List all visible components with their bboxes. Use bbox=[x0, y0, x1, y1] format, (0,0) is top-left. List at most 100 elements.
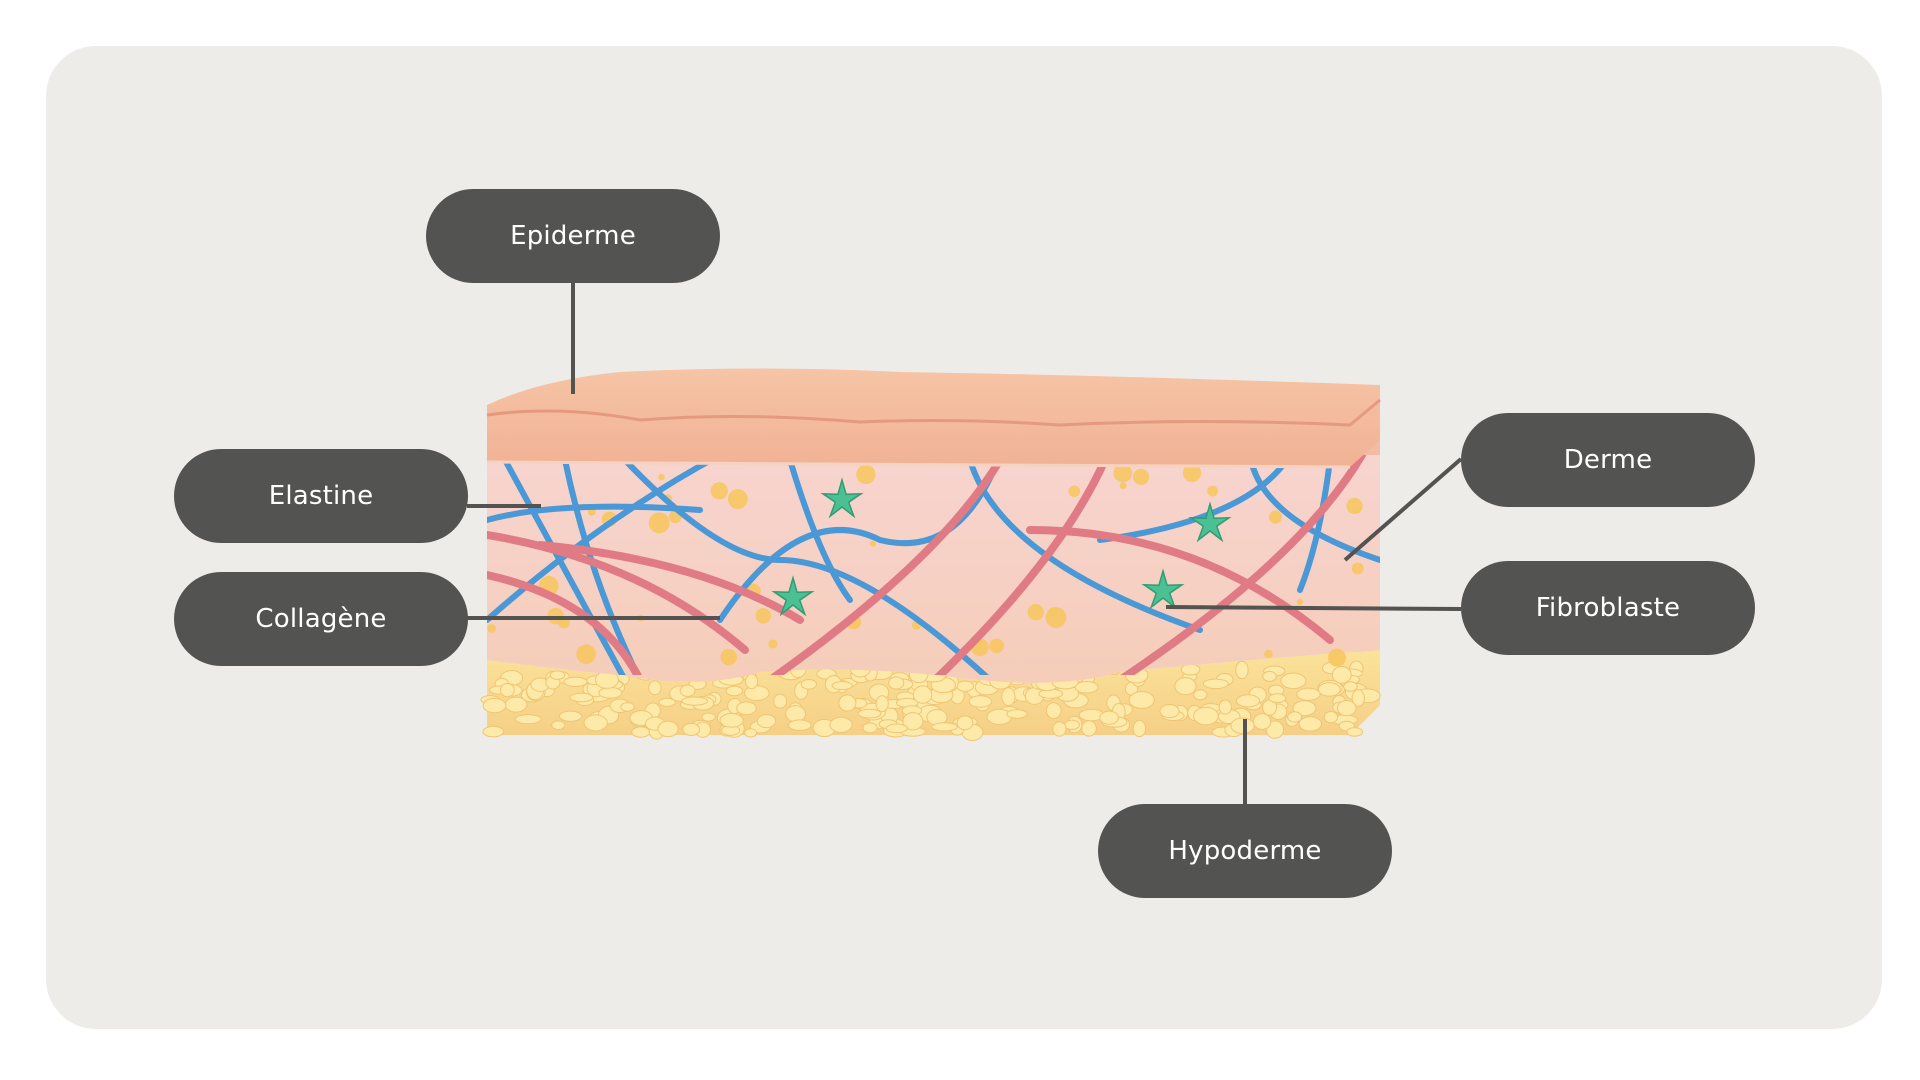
elastin-fiber bbox=[502, 457, 626, 675]
elastin-fiber bbox=[622, 457, 989, 675]
label-epiderme: Epiderme bbox=[426, 189, 720, 283]
fibroblast-cell bbox=[1188, 501, 1232, 543]
fat-cell bbox=[756, 714, 777, 729]
fat-cell bbox=[1159, 704, 1180, 719]
label-elastine: Elastine bbox=[174, 449, 468, 543]
fat-cell bbox=[1323, 711, 1339, 724]
oil-droplet bbox=[658, 473, 665, 481]
fat-cell bbox=[1298, 716, 1322, 732]
fat-cell bbox=[1006, 709, 1028, 719]
fibroblast-cell bbox=[1141, 568, 1185, 610]
leader-lines bbox=[467, 282, 1463, 804]
fat-cell bbox=[1174, 677, 1197, 696]
fat-cell bbox=[1202, 678, 1229, 690]
fat-cell bbox=[1063, 719, 1080, 731]
fat-cell bbox=[1287, 711, 1303, 723]
fat-cell bbox=[1132, 719, 1147, 738]
fat-cell bbox=[657, 720, 679, 738]
oil-droplet bbox=[576, 644, 597, 665]
fat-cell bbox=[679, 684, 696, 697]
fat-cell bbox=[701, 712, 716, 722]
fat-cell bbox=[736, 701, 757, 716]
collagen-fiber bbox=[1026, 526, 1334, 644]
fat-cell bbox=[1235, 694, 1261, 708]
oil-droplet bbox=[1264, 649, 1273, 659]
fat-cell bbox=[1218, 699, 1232, 715]
fat-cell bbox=[956, 680, 975, 692]
fat-cell bbox=[1052, 721, 1067, 737]
fibroblast-cell bbox=[771, 575, 815, 617]
epidermis-layer bbox=[487, 368, 1380, 467]
fat-cell bbox=[902, 712, 924, 731]
fat-cell bbox=[482, 725, 505, 738]
fat-cell bbox=[648, 680, 662, 696]
fat-cell bbox=[1336, 700, 1357, 717]
epidermis-ridge bbox=[486, 398, 1381, 427]
fat-cell bbox=[514, 714, 542, 725]
fat-cell bbox=[888, 676, 905, 690]
fat-cell bbox=[549, 670, 566, 680]
fat-cell bbox=[885, 723, 908, 734]
fat-cell bbox=[620, 702, 635, 712]
fat-cell bbox=[800, 678, 818, 690]
elastin-fiber bbox=[717, 455, 1003, 623]
fat-cell bbox=[551, 720, 566, 731]
fat-cell bbox=[658, 697, 676, 707]
collagen-fiber bbox=[487, 531, 749, 654]
fat-cell bbox=[1268, 693, 1287, 704]
fat-cell bbox=[558, 710, 583, 722]
fat-cell bbox=[1252, 713, 1272, 730]
oil-droplet bbox=[869, 540, 876, 547]
elastin-fiber bbox=[787, 457, 853, 603]
fat-cell bbox=[504, 696, 528, 713]
elastin-fiber bbox=[487, 503, 703, 523]
oil-droplet bbox=[1113, 463, 1133, 483]
collagen-fiber bbox=[487, 571, 642, 675]
label-derme: Derme bbox=[1461, 413, 1755, 507]
fat-cell bbox=[681, 696, 709, 706]
collagen-fiber bbox=[536, 541, 804, 624]
label-collagene: Collagène bbox=[174, 572, 468, 666]
fat-cell bbox=[862, 722, 878, 734]
fat-cell bbox=[1351, 689, 1365, 707]
fat-cell bbox=[1193, 689, 1208, 701]
fat-cell bbox=[1296, 687, 1321, 701]
fat-cell bbox=[719, 713, 744, 728]
fat-cell bbox=[1343, 681, 1358, 692]
label-fibroblaste: Fibroblaste bbox=[1461, 561, 1755, 655]
fat-cell bbox=[743, 728, 758, 738]
oil-droplet bbox=[1296, 598, 1304, 606]
fat-cell bbox=[773, 693, 788, 709]
fat-cell bbox=[931, 722, 958, 732]
oil-droplet bbox=[989, 638, 1004, 654]
oil-droplet bbox=[768, 639, 778, 649]
fat-cell bbox=[1346, 727, 1364, 737]
fat-cell bbox=[598, 687, 623, 699]
fat-cell bbox=[1265, 720, 1285, 739]
oil-droplet bbox=[1351, 562, 1364, 575]
fat-cell bbox=[583, 714, 608, 732]
fat-cell bbox=[956, 715, 974, 731]
fat-cell bbox=[857, 708, 882, 719]
fat-cell bbox=[1331, 665, 1352, 684]
derme-leader-line bbox=[1343, 457, 1463, 562]
oil-droplet bbox=[755, 608, 771, 624]
fibroblaste-leader-line bbox=[1165, 605, 1462, 611]
elastin-fiber bbox=[487, 455, 723, 623]
fat-cell bbox=[682, 722, 701, 736]
oil-droplet bbox=[720, 649, 737, 666]
fat-cell bbox=[1193, 706, 1219, 726]
fat-cell bbox=[829, 716, 853, 733]
fat-cell bbox=[499, 682, 515, 698]
fat-cell bbox=[1280, 672, 1307, 690]
fat-cell bbox=[788, 719, 812, 732]
oil-droplet bbox=[1119, 482, 1127, 490]
oil-droplet bbox=[1132, 468, 1150, 485]
oil-droplet bbox=[1049, 607, 1058, 616]
fat-cell bbox=[725, 685, 744, 697]
fat-cell bbox=[875, 695, 889, 713]
oil-droplet bbox=[710, 482, 728, 500]
label-hypoderme: Hypoderme bbox=[1098, 804, 1392, 898]
oil-droplet bbox=[1328, 648, 1346, 667]
oil-droplet bbox=[487, 624, 497, 633]
